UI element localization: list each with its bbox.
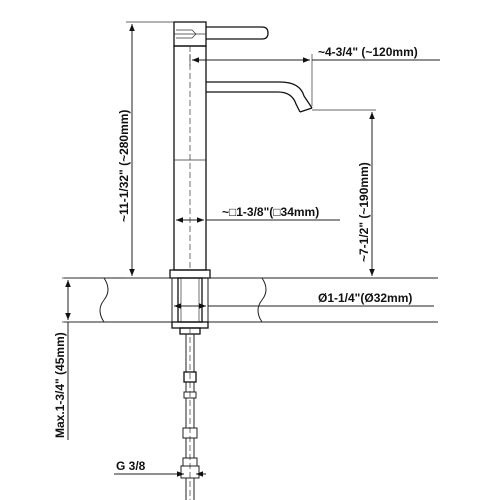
dimension-spout-height: ~7-1/2" (~190mm) xyxy=(312,109,376,276)
spout-reach-label: ~4-3/4" (~120mm) xyxy=(318,45,418,59)
total-height-label: ~11-1/32" (~280mm) xyxy=(117,110,131,222)
deck-thickness-label: Max.1-3/4" (45mm) xyxy=(53,332,67,438)
faucet-spout xyxy=(206,81,313,113)
dimension-spout-reach: ~4-3/4" (~120mm) xyxy=(189,45,440,106)
dimension-deck-thickness: Max.1-3/4" (45mm) xyxy=(53,277,80,440)
fixing-nut xyxy=(171,321,209,329)
dimension-total-height: ~11-1/32" (~280mm) xyxy=(117,21,174,279)
spout-height-label: ~7-1/2" (~190mm) xyxy=(357,162,371,262)
hole-diameter-label: Ø1-1/4"(Ø32mm) xyxy=(318,291,412,305)
hose-fitting-upper xyxy=(183,371,197,383)
dimension-hole-diameter: Ø1-1/4"(Ø32mm) xyxy=(174,291,434,309)
flexible-hose xyxy=(180,334,200,500)
dimension-body-square: ~□1-3/8"(□34mm) xyxy=(176,205,340,223)
base-flange xyxy=(169,269,211,279)
countertop-section xyxy=(64,277,438,323)
lever-handle xyxy=(206,26,269,40)
mounting-shank xyxy=(171,277,209,500)
connection-thread-label: G 3/8 xyxy=(116,459,146,473)
dimension-connection-thread: G 3/8 xyxy=(114,459,206,477)
body-square-label: ~□1-3/8"(□34mm) xyxy=(222,205,319,219)
